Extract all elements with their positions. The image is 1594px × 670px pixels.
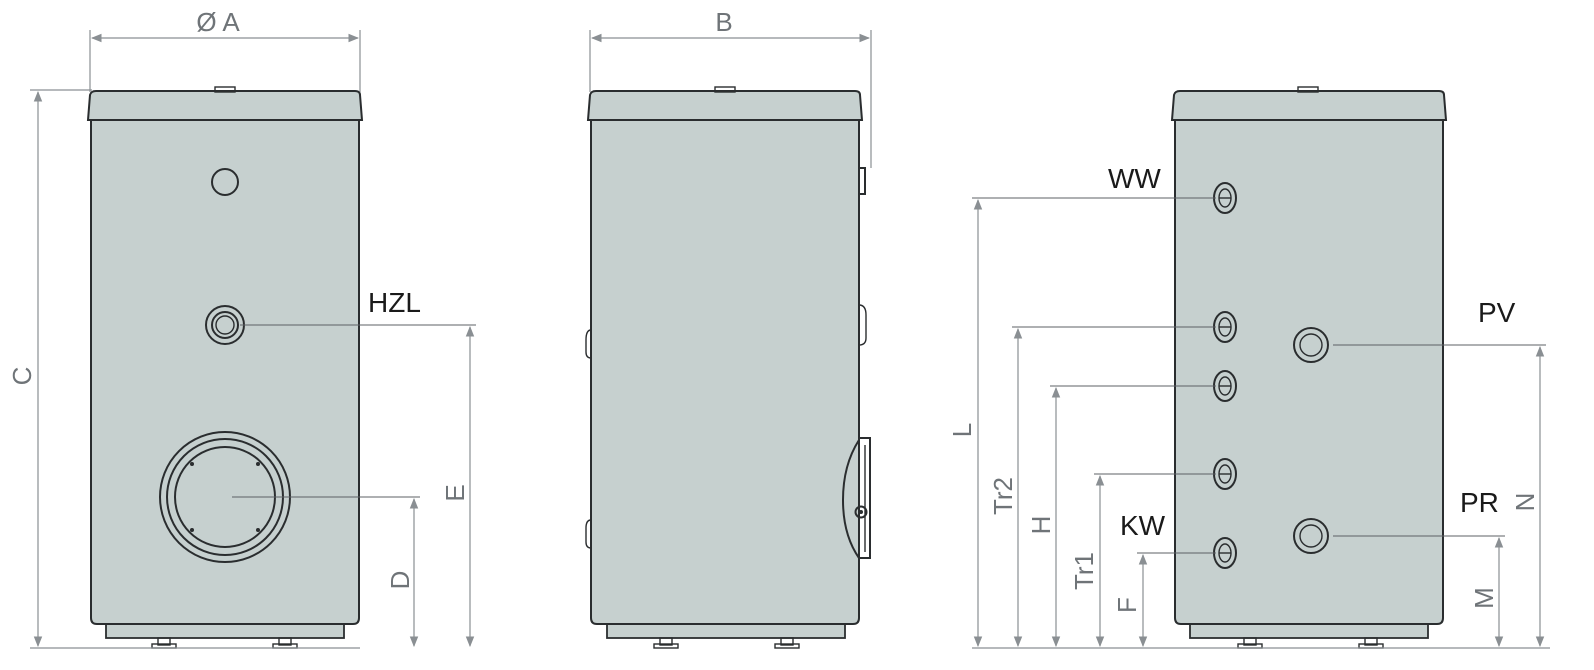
dimension-e-label: E <box>440 484 470 501</box>
side-left-bulge-lower <box>585 519 592 549</box>
dimension-e: E <box>240 324 476 648</box>
pv-port <box>1293 327 1329 363</box>
front-upper-opening <box>211 168 239 196</box>
hzl-label: HZL <box>368 287 421 318</box>
dimension-a-label: Ø A <box>196 7 240 37</box>
dimension-h-label: H <box>1026 516 1056 535</box>
front-top-nipple <box>214 86 236 93</box>
side-view <box>585 86 871 649</box>
front-foot-left <box>151 637 177 649</box>
dimension-d: D <box>232 496 420 648</box>
side-foot-left <box>653 637 679 649</box>
rear-tank-cap <box>1170 90 1448 121</box>
dimension-c: C <box>7 89 360 649</box>
side-foot-right <box>774 637 800 649</box>
pv-label: PV <box>1478 297 1516 328</box>
dimension-f: F <box>1112 552 1216 648</box>
side-tank-body <box>590 117 860 625</box>
side-flange-cover <box>841 436 871 562</box>
dimension-h: H <box>1026 385 1216 648</box>
dimension-b-label: B <box>715 7 732 37</box>
rear-tank-body <box>1174 117 1444 625</box>
front-foot-right <box>272 637 298 649</box>
connection-view <box>1170 86 1448 649</box>
dimension-m-label: M <box>1469 587 1499 609</box>
dimension-c-label: C <box>7 367 37 386</box>
dimension-d-label: D <box>385 571 415 590</box>
dimension-l: L <box>947 197 1216 648</box>
dimension-tr2: Tr2 <box>988 326 1216 648</box>
pr-port <box>1293 518 1329 554</box>
dimension-tr1-label: Tr1 <box>1069 552 1099 590</box>
rear-foot-left <box>1237 637 1263 649</box>
side-top-nipple <box>714 86 736 93</box>
ww-label: WW <box>1108 163 1161 194</box>
front-flange <box>159 431 291 563</box>
rear-top-nipple <box>1297 86 1319 93</box>
dimension-n: N <box>1333 344 1546 648</box>
side-left-bulge-upper <box>585 329 592 359</box>
dimension-l-label: L <box>947 423 977 437</box>
side-tank-cap <box>586 90 864 121</box>
front-tank-cap <box>86 90 364 121</box>
dimension-a: Ø A <box>89 7 361 92</box>
front-tank-body <box>90 117 360 625</box>
dimension-n-label: N <box>1510 493 1540 512</box>
dimension-tr1: Tr1 <box>1069 473 1216 648</box>
side-right-fitting-upper <box>858 167 866 195</box>
front-view <box>86 86 364 649</box>
side-right-bulge <box>858 304 867 346</box>
dimension-b: B <box>589 7 872 168</box>
rear-foot-right <box>1358 637 1384 649</box>
dimension-tr2-label: Tr2 <box>988 477 1018 515</box>
dimension-m: M <box>1333 535 1505 648</box>
pr-label: PR <box>1460 487 1499 518</box>
dimension-f-label: F <box>1112 597 1142 613</box>
kw-label: KW <box>1120 510 1166 541</box>
